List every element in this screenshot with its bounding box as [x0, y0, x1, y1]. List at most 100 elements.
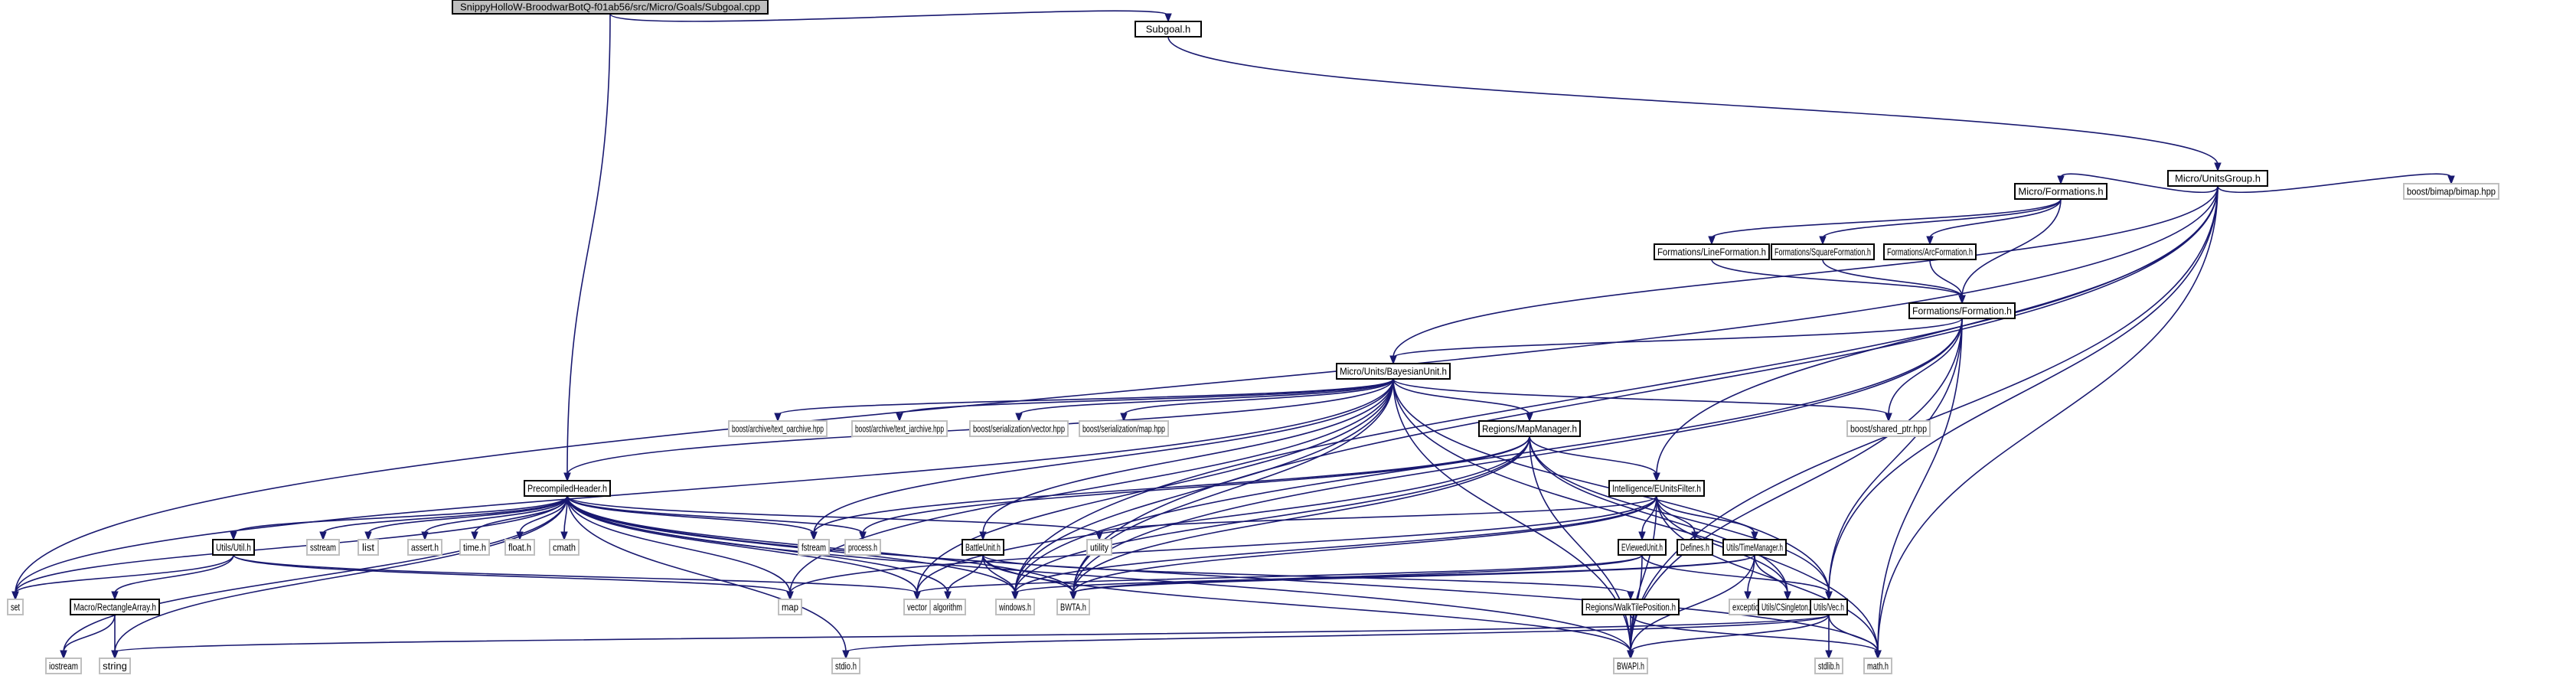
edge-precomp-to-utility	[566, 495, 1103, 541]
arrowhead-icon	[1825, 591, 1833, 601]
node-label: BWAPI.h	[1617, 661, 1644, 672]
node-box	[1846, 420, 1931, 437]
node-box	[844, 539, 881, 556]
node-eviewed[interactable]: EViewedUnit.h	[1618, 539, 1667, 556]
edge-formation-to-vec	[1825, 318, 1963, 601]
edge-line	[1822, 259, 1963, 298]
node-label: Formations/LineFormation.h	[1657, 246, 1766, 258]
edge-line	[845, 614, 1830, 653]
node-label: Defines.h	[1680, 542, 1709, 553]
node-oarchive: boost/archive/text_oarchive.hpp	[728, 420, 828, 437]
node-box	[1863, 658, 1892, 674]
edge-eunitsfilter-to-timemanager	[1656, 495, 1758, 541]
node-eunitsfilter[interactable]: Intelligence/EUnitsFilter.h	[1608, 480, 1705, 497]
node-squareform[interactable]: Formations/SquareFormation.h	[1771, 243, 1875, 260]
node-box	[504, 539, 535, 556]
edge-timemanager-to-bwta	[1069, 554, 1755, 601]
edge-line	[1073, 185, 2218, 594]
edge-unitsgroup-to-bayesian	[1389, 185, 2218, 365]
arrowhead-icon	[913, 591, 921, 601]
node-sharedptr: boost/shared_ptr.hpp	[1846, 420, 1931, 437]
node-box	[70, 599, 160, 615]
edge-line	[424, 495, 568, 534]
edge-line	[566, 495, 1100, 534]
edge-line	[1754, 554, 1788, 594]
edge-walktile-to-mathh	[1630, 614, 1882, 660]
node-csingleton[interactable]: Utils/CSingleton.h	[1758, 599, 1817, 615]
edge-bayesian-to-mapmanager	[1392, 378, 1533, 423]
edge-line	[63, 614, 116, 653]
node-label: EViewedUnit.h	[1621, 542, 1663, 553]
node-label: Micro/Formations.h	[2018, 186, 2103, 197]
node-formation[interactable]: Formations/Formation.h	[1908, 302, 2016, 319]
arrowhead-icon	[1744, 591, 1752, 601]
node-walktile[interactable]: Regions/WalkTilePosition.h	[1582, 599, 1680, 615]
edge-line	[322, 495, 568, 534]
edge-bayesian-to-servector	[1015, 378, 1394, 423]
node-mapmanager[interactable]: Regions/MapManager.h	[1478, 420, 1581, 437]
edge-line	[609, 10, 1169, 22]
edge-line	[2217, 173, 2452, 194]
node-box	[1908, 302, 2016, 319]
node-battleunit[interactable]: BattleUnit.h	[962, 539, 1004, 556]
node-fstream: fstream	[798, 539, 830, 556]
node-label: math.h	[1867, 661, 1889, 672]
node-root[interactable]: SnippyHolloW-BroodwarBotQ-f01ab56/src/Mi…	[452, 0, 769, 15]
arrowhead-icon	[563, 472, 571, 482]
node-defines[interactable]: Defines.h	[1677, 539, 1713, 556]
edge-line	[1656, 495, 1755, 534]
edge-precomp-to-process	[566, 495, 867, 541]
node-label: exception	[1732, 602, 1763, 613]
edge-line	[1392, 318, 1963, 358]
node-unitsgroup[interactable]: Micro/UnitsGroup.h	[2167, 170, 2268, 187]
edge-line	[1630, 318, 1963, 653]
node-box	[1722, 539, 1787, 556]
edge-line	[1392, 378, 1879, 653]
edge-formations-to-arcform	[1926, 198, 2062, 246]
node-timemanager[interactable]: Utils/TimeManager.h	[1722, 539, 1787, 556]
node-lineform[interactable]: Formations/LineFormation.h	[1654, 243, 1770, 260]
node-label: Utils/CSingleton.h	[1761, 602, 1814, 613]
node-mathh: math.h	[1863, 658, 1892, 674]
edge-line	[982, 378, 1394, 534]
arrowhead-icon	[1958, 295, 1966, 305]
node-box	[407, 539, 442, 556]
node-label: Micro/UnitsGroup.h	[2175, 173, 2261, 184]
edge-line	[1641, 554, 1830, 594]
node-precomp[interactable]: PrecompiledHeader.h	[524, 480, 611, 497]
node-formations[interactable]: Micro/Formations.h	[2014, 183, 2107, 200]
node-rectarray[interactable]: Macro/RectangleArray.h	[70, 599, 160, 615]
node-label: PrecompiledHeader.h	[527, 483, 607, 494]
arrowhead-icon	[1825, 650, 1833, 660]
node-box	[962, 539, 1004, 556]
node-util[interactable]: Utils/Util.h	[212, 539, 255, 556]
arrowhead-icon	[1164, 13, 1172, 23]
edge-line	[1828, 614, 1879, 653]
node-sermap: boost/serialization/map.hpp	[1079, 420, 1169, 437]
edge-line	[1656, 495, 1879, 653]
node-box	[851, 420, 948, 437]
arrowhead-icon	[1011, 591, 1019, 601]
node-vec[interactable]: Utils/Vec.h	[1810, 599, 1848, 615]
edge-formations-to-squareform	[1819, 198, 2062, 246]
edge-vec-to-bwapi	[1627, 614, 1830, 660]
edge-lineform-to-formation	[1711, 259, 1966, 305]
edge-line	[114, 495, 568, 653]
edge-formation-to-bayesian	[1389, 318, 1963, 365]
edge-mapmanager-to-vec	[1529, 436, 1833, 601]
node-utility: utility	[1086, 539, 1112, 556]
node-bayesian[interactable]: Micro/Units/BayesianUnit.h	[1336, 363, 1451, 380]
edge-bayesian-to-oarchive	[774, 378, 1394, 423]
node-vector: vector	[903, 599, 931, 615]
node-arcform[interactable]: Formations/ArcFormation.h	[1883, 243, 1977, 260]
edge-line	[1822, 198, 2062, 239]
node-label: Utils/Util.h	[216, 542, 251, 553]
edge-line	[1167, 36, 2218, 165]
arrowhead-icon	[1389, 355, 1397, 365]
node-subgoal-h[interactable]: Subgoal.h	[1135, 21, 1202, 38]
edge-line	[1929, 259, 1963, 298]
edge-line	[233, 554, 791, 594]
edge-line	[1711, 259, 1963, 298]
edge-line	[566, 495, 918, 594]
node-box	[1608, 480, 1705, 497]
